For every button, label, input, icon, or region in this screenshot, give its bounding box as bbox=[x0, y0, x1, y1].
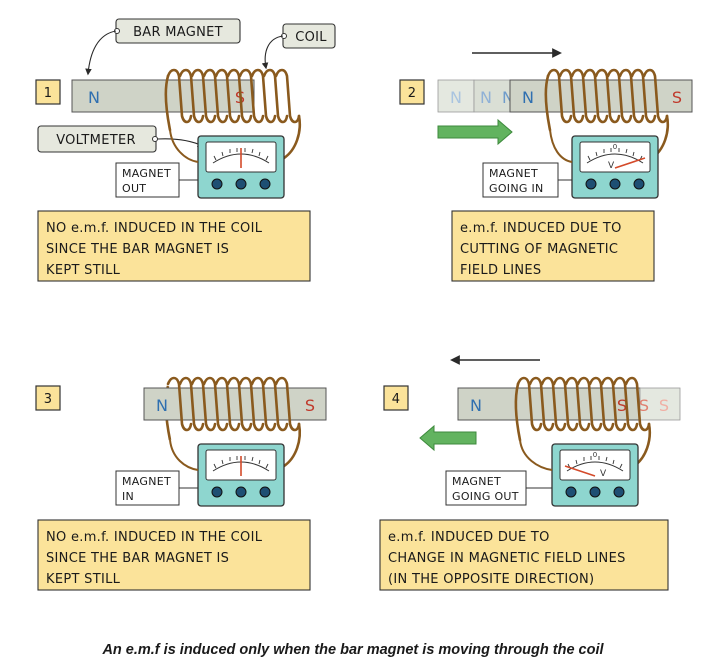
bar-magnet: N S bbox=[143, 387, 327, 421]
bar-magnet-label-text: BAR MAGNET bbox=[133, 25, 223, 40]
svg-text:S: S bbox=[305, 396, 315, 415]
voltmeter-label-text: VOLTMETER bbox=[56, 133, 136, 148]
panel-number-box: 1 bbox=[35, 79, 61, 105]
panel-number-box: 2 bbox=[399, 79, 425, 105]
coil bbox=[514, 376, 652, 468]
panel-1: 1 BAR MAGNET COIL VOLTMETER N S bbox=[35, 18, 336, 282]
svg-text:OUT: OUT bbox=[122, 182, 146, 195]
svg-text:V: V bbox=[600, 469, 607, 479]
bar-magnet-pointer bbox=[85, 30, 117, 76]
voltmeter-label: VOLTMETER bbox=[37, 125, 158, 153]
magnet-state-label: MAGNET IN bbox=[115, 470, 198, 506]
svg-text:NO e.m.f. INDUCED IN THE COIL: NO e.m.f. INDUCED IN THE COIL bbox=[46, 530, 263, 545]
figure-caption: An e.m.f is induced only when the bar ma… bbox=[102, 642, 604, 658]
bar-magnet-ghosts: N N N bbox=[437, 79, 514, 113]
svg-text:MAGNET: MAGNET bbox=[122, 167, 171, 180]
svg-text:FIELD LINES: FIELD LINES bbox=[460, 263, 541, 278]
svg-text:MAGNET: MAGNET bbox=[452, 475, 501, 488]
voltmeter: V 0 bbox=[571, 135, 659, 199]
svg-text:S: S bbox=[617, 396, 627, 415]
svg-text:0: 0 bbox=[613, 143, 617, 151]
svg-text:CHANGE IN MAGNETIC FIELD LINES: CHANGE IN MAGNETIC FIELD LINES bbox=[388, 551, 626, 566]
svg-text:IN: IN bbox=[122, 490, 134, 503]
panel-4: 4 N S S S bbox=[379, 355, 681, 591]
svg-text:SINCE THE BAR MAGNET IS: SINCE THE BAR MAGNET IS bbox=[46, 242, 229, 257]
svg-text:(IN THE OPPOSITE DIRECTION): (IN THE OPPOSITE DIRECTION) bbox=[388, 572, 594, 587]
voltmeter-pointer bbox=[156, 138, 205, 147]
svg-text:2: 2 bbox=[408, 86, 417, 101]
bar-magnet: N S S S bbox=[457, 387, 681, 421]
svg-text:e.m.f. INDUCED DUE TO: e.m.f. INDUCED DUE TO bbox=[388, 530, 550, 545]
svg-text:N: N bbox=[470, 396, 482, 415]
svg-text:CUTTING OF MAGNETIC: CUTTING OF MAGNETIC bbox=[460, 242, 618, 257]
coil-label: COIL bbox=[281, 23, 336, 49]
svg-text:3: 3 bbox=[44, 392, 53, 407]
voltmeter: V 0 bbox=[551, 443, 639, 507]
green-motion-arrow bbox=[437, 118, 513, 146]
bar-magnet: N S bbox=[509, 79, 693, 113]
panel-number-box: 4 bbox=[383, 385, 409, 411]
svg-text:S: S bbox=[639, 396, 649, 415]
panel-2: 2 N N N N S bbox=[399, 48, 693, 282]
svg-text:S: S bbox=[659, 396, 669, 415]
svg-text:NO e.m.f. INDUCED IN THE COIL: NO e.m.f. INDUCED IN THE COIL bbox=[46, 221, 263, 236]
svg-text:MAGNET: MAGNET bbox=[489, 167, 538, 180]
svg-text:KEPT STILL: KEPT STILL bbox=[46, 263, 121, 278]
coil-label-text: COIL bbox=[295, 30, 327, 45]
svg-text:N: N bbox=[480, 88, 492, 107]
magnet-state-label: MAGNET GOING OUT bbox=[445, 470, 552, 506]
coil bbox=[544, 68, 670, 160]
description-box: NO e.m.f. INDUCED IN THE COIL SINCE THE … bbox=[37, 519, 311, 591]
coil-pointer bbox=[261, 35, 284, 70]
voltmeter-needle bbox=[564, 465, 596, 477]
north-pole-label: N bbox=[88, 88, 100, 107]
panel-number: 1 bbox=[44, 86, 53, 101]
panel-number-box: 3 bbox=[35, 385, 61, 411]
svg-text:N: N bbox=[502, 88, 514, 107]
svg-text:e.m.f. INDUCED DUE TO: e.m.f. INDUCED DUE TO bbox=[460, 221, 622, 236]
voltmeter bbox=[197, 135, 285, 199]
voltmeter-needle bbox=[614, 157, 646, 169]
svg-text:S: S bbox=[672, 88, 682, 107]
svg-text:KEPT STILL: KEPT STILL bbox=[46, 572, 121, 587]
svg-text:SINCE THE BAR MAGNET IS: SINCE THE BAR MAGNET IS bbox=[46, 551, 229, 566]
green-motion-arrow bbox=[419, 424, 477, 452]
svg-text:0: 0 bbox=[593, 451, 597, 459]
bar-magnet-label: BAR MAGNET bbox=[114, 18, 241, 44]
svg-text:GOING IN: GOING IN bbox=[489, 182, 544, 195]
svg-text:MAGNET: MAGNET bbox=[122, 475, 171, 488]
voltmeter bbox=[197, 443, 285, 507]
description-box: e.m.f. INDUCED DUE TO CUTTING OF MAGNETI… bbox=[451, 210, 655, 282]
coil bbox=[164, 68, 302, 160]
description-box: NO e.m.f. INDUCED IN THE COIL SINCE THE … bbox=[37, 210, 311, 282]
panel-3: 3 N S bbox=[35, 376, 327, 591]
svg-text:N: N bbox=[522, 88, 534, 107]
svg-text:N: N bbox=[156, 396, 168, 415]
svg-text:N: N bbox=[450, 88, 462, 107]
svg-text:GOING OUT: GOING OUT bbox=[452, 490, 519, 503]
magnet-state-label: MAGNET GOING IN bbox=[482, 162, 572, 198]
svg-text:V: V bbox=[608, 161, 615, 171]
magnet-state-label: MAGNET OUT bbox=[115, 162, 198, 198]
svg-text:4: 4 bbox=[392, 392, 401, 407]
description-box: e.m.f. INDUCED DUE TO CHANGE IN MAGNETIC… bbox=[379, 519, 669, 591]
coil bbox=[166, 376, 302, 468]
